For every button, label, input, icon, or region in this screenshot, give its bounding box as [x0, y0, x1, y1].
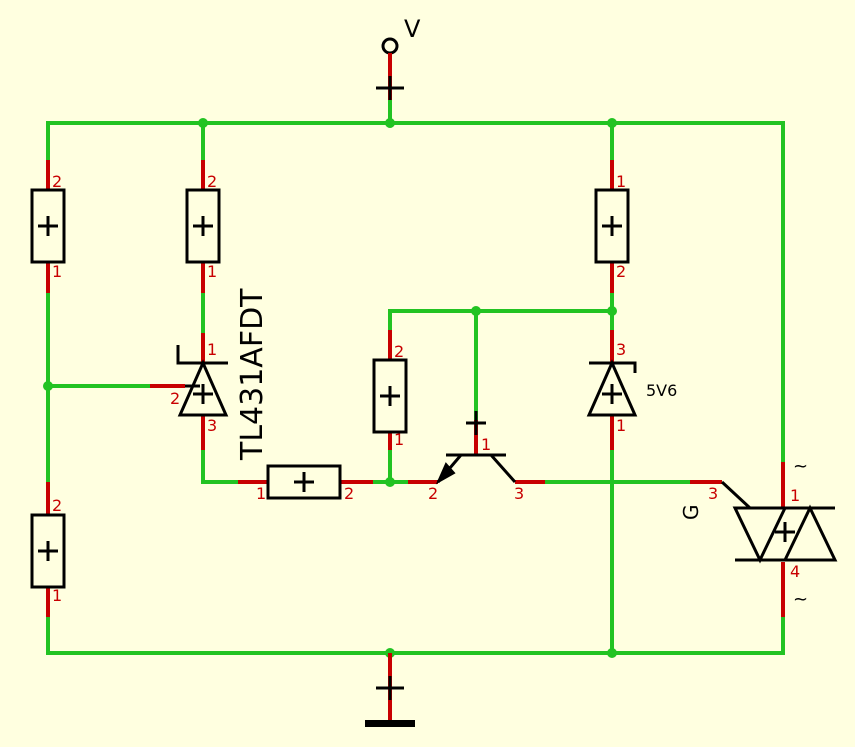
pin-number-label: 4 — [790, 562, 800, 581]
supply-terminal-circle — [381, 37, 399, 55]
resistor-r4: 2 1 — [372, 330, 408, 450]
pin-number-label: 2 — [52, 496, 62, 515]
junction-dot — [607, 306, 617, 316]
pin-number-label: 2 — [394, 342, 404, 361]
pin-number-label: 1 — [207, 340, 217, 359]
pin-number-label: 1 — [481, 435, 491, 454]
pin-number-label: 3 — [616, 340, 626, 359]
pin-number-label: 2 — [428, 484, 438, 503]
pnp-transistor: 2 1 3 — [408, 411, 545, 503]
pin-number-label: 2 — [616, 262, 626, 281]
resistor-r5: 2 1 — [30, 482, 66, 617]
junction-dot — [385, 118, 395, 128]
triac-gate-label: G — [679, 505, 703, 521]
junctions — [43, 118, 617, 658]
col-r4-wire — [388, 309, 614, 332]
pin-number-label: 3 — [514, 484, 524, 503]
supply-terminal: V — [376, 15, 421, 100]
symbol-stroke — [589, 361, 637, 373]
tl431-anode-wire — [201, 448, 240, 484]
zener-diode: 3 1 5V6 — [586, 330, 677, 450]
pin-number-label: 3 — [207, 416, 217, 435]
symbol-stroke — [732, 506, 788, 564]
pin-number-label: 1 — [207, 262, 217, 281]
pin-number-label: 1 — [52, 586, 62, 605]
supply-label: V — [404, 15, 421, 43]
tl431-regulator: 1 2 3 TL431AFDT — [150, 288, 270, 461]
pin-number-label: 2 — [207, 172, 217, 191]
pin-number-label: 2 — [344, 484, 354, 503]
pin-number-label: 1 — [790, 486, 800, 505]
symbol-stroke — [489, 454, 517, 483]
tl431-part-label: TL431AFDT — [235, 288, 270, 461]
triac-mt1-tilde: ~ — [793, 589, 808, 610]
resistor-r1: 2 1 — [30, 160, 66, 293]
pin-number-label: 1 — [616, 172, 626, 191]
symbol-stroke — [782, 504, 838, 562]
ground-terminal — [365, 653, 415, 727]
triac: 3 1 4 G ~ ~ — [679, 456, 838, 617]
pin-number-label: 1 — [256, 484, 266, 503]
pin-number-label: 3 — [708, 484, 718, 503]
pin-number-label: 2 — [52, 172, 62, 191]
junction-dot — [198, 118, 208, 128]
junction-dot — [385, 477, 395, 487]
ground-bar — [365, 720, 415, 727]
junction-dot — [43, 381, 53, 391]
pin-number-label: 1 — [394, 430, 404, 449]
junction-dot — [607, 118, 617, 128]
pin-number-label: 1 — [616, 416, 626, 435]
pin-number-label: 2 — [170, 389, 180, 408]
symbol-stroke — [720, 480, 752, 510]
junction-dot — [471, 306, 481, 316]
symbol-stroke — [176, 345, 228, 365]
emitter-arrow-icon — [435, 462, 456, 485]
pin-number-label: 1 — [52, 262, 62, 281]
zener-value-label: 5V6 — [646, 381, 677, 400]
resistor-r6: 1 2 — [238, 464, 373, 503]
junction-dot — [607, 648, 617, 658]
triac-mt2-tilde: ~ — [793, 456, 808, 477]
resistor-r2: 2 1 — [185, 160, 221, 293]
resistor-r3: 1 2 — [594, 160, 630, 293]
